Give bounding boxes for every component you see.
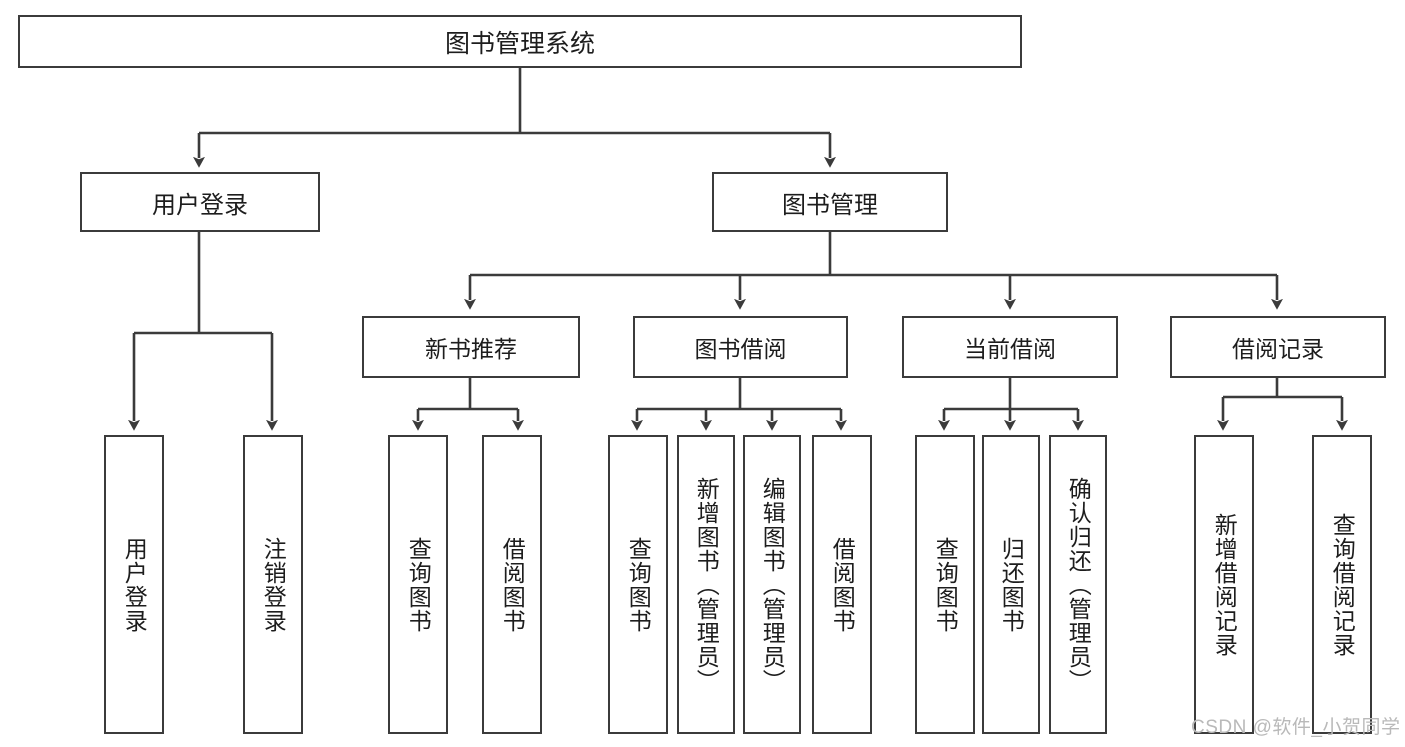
node-label: 图书管理 <box>782 191 878 219</box>
leaf-query-book-borrow[interactable]: 查询图书 <box>608 435 668 734</box>
leaf-return-book[interactable]: 归还图书 <box>982 435 1040 734</box>
node-label: 用户登录 <box>152 191 248 219</box>
node-book-management[interactable]: 图书管理 <box>712 172 948 232</box>
leaf-borrow-book[interactable]: 借阅图书 <box>812 435 872 734</box>
node-label: 当前借阅 <box>964 336 1056 362</box>
node-label: 新增借阅记录 <box>1211 512 1238 657</box>
node-borrow-record[interactable]: 借阅记录 <box>1170 316 1386 378</box>
leaf-confirm-return-admin[interactable]: 确认归还（管理员） <box>1049 435 1107 734</box>
node-new-book-recommend[interactable]: 新书推荐 <box>362 316 580 378</box>
node-label: 新增图书（管理员） <box>693 476 720 693</box>
node-label: 编辑图书（管理员） <box>759 476 786 693</box>
leaf-edit-book-admin[interactable]: 编辑图书（管理员） <box>743 435 801 734</box>
node-label: 确认归还（管理员） <box>1065 476 1092 693</box>
node-label: 归还图书 <box>998 536 1025 633</box>
node-label: 图书借阅 <box>694 336 787 362</box>
leaf-user-login[interactable]: 用户登录 <box>104 435 164 734</box>
node-book-borrow[interactable]: 图书借阅 <box>633 316 848 378</box>
node-label: 注销登录 <box>260 536 287 633</box>
node-label: 借阅记录 <box>1232 336 1324 362</box>
csdn-watermark: CSDN @软件_小贺同学 <box>1191 717 1401 738</box>
leaf-logout[interactable]: 注销登录 <box>243 435 303 734</box>
node-user-login[interactable]: 用户登录 <box>80 172 320 232</box>
node-label: 用户登录 <box>121 536 148 633</box>
node-label: 借阅图书 <box>829 536 856 633</box>
leaf-add-borrow-record[interactable]: 新增借阅记录 <box>1194 435 1254 734</box>
node-label: 新书推荐 <box>425 336 517 362</box>
node-label: 查询图书 <box>932 536 959 633</box>
node-label: 查询借阅记录 <box>1329 512 1356 657</box>
node-current-borrow[interactable]: 当前借阅 <box>902 316 1118 378</box>
node-label: 图书管理系统 <box>444 29 595 58</box>
leaf-query-book-recommend[interactable]: 查询图书 <box>388 435 448 734</box>
node-label: 查询图书 <box>405 536 432 633</box>
leaf-query-book-current[interactable]: 查询图书 <box>915 435 975 734</box>
leaf-add-book-admin[interactable]: 新增图书（管理员） <box>677 435 735 734</box>
node-book-management-system[interactable]: 图书管理系统 <box>18 15 1022 68</box>
leaf-query-borrow-record[interactable]: 查询借阅记录 <box>1312 435 1372 734</box>
node-label: 借阅图书 <box>499 536 526 633</box>
node-label: 查询图书 <box>625 536 652 633</box>
leaf-borrow-book-recommend[interactable]: 借阅图书 <box>482 435 542 734</box>
